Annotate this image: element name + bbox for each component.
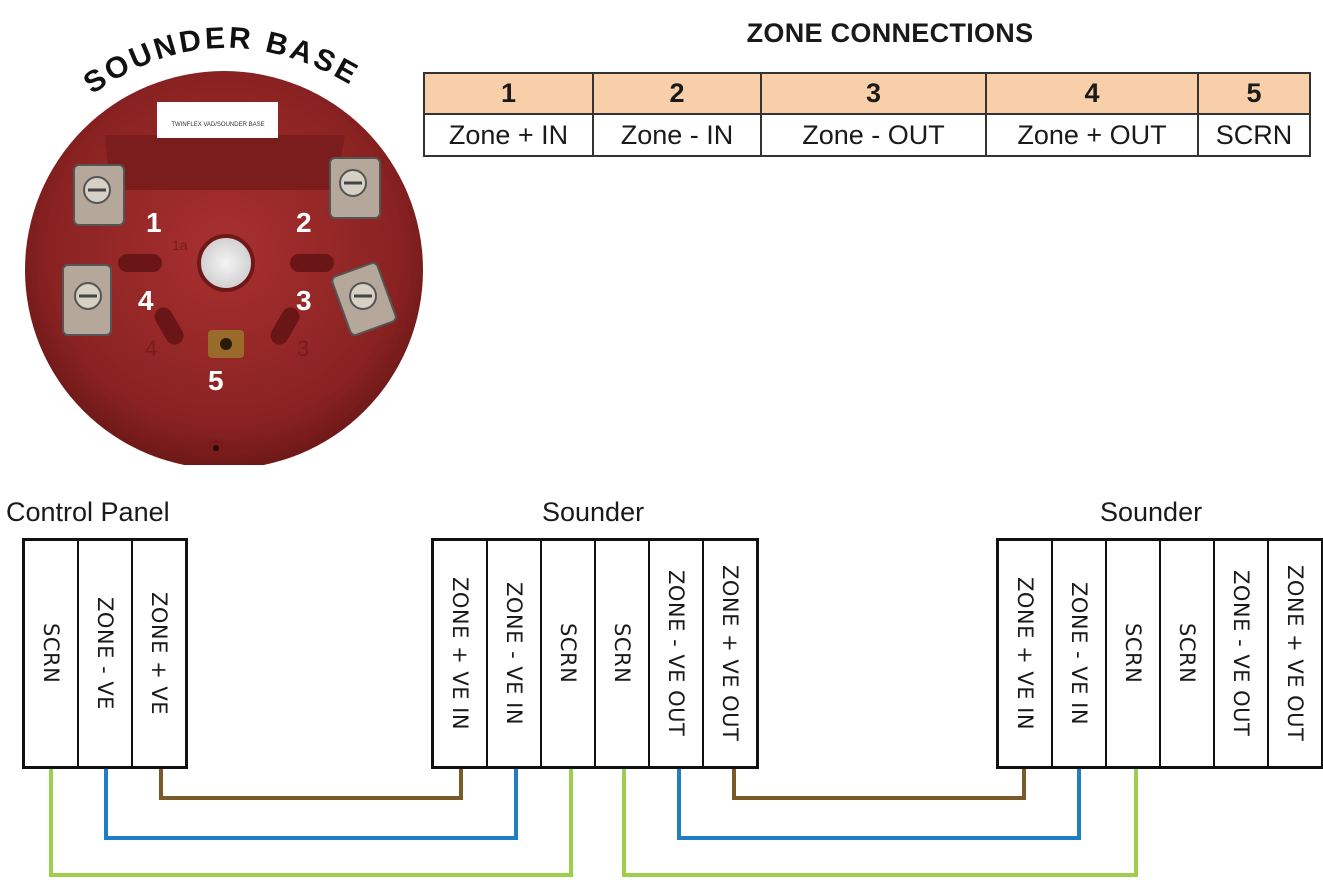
terminal-cell: ZONE - VE: [79, 541, 133, 766]
zone-connections-title: ZONE CONNECTIONS: [746, 18, 1034, 48]
terminal-number-cell: 5: [1197, 72, 1311, 115]
sounder-base-illustration: SOUNDER BASE TWINFLEX VAD/SOUNDER BASE 4…: [25, 22, 423, 465]
moulded-mark: 4: [145, 336, 157, 361]
terminal-cell: ZONE + VE OUT: [718, 565, 742, 742]
terminal-label-2: 2: [296, 207, 312, 238]
terminal-cell: ZONE - VE IN: [488, 541, 542, 766]
connection-label-cell: Zone + OUT: [985, 113, 1199, 157]
wire-negative-2: [677, 769, 1081, 840]
terminal-label-4: 4: [138, 285, 154, 316]
terminal-cell: ZONE - VE OUT: [650, 541, 704, 766]
terminal-number-cell: 2: [592, 72, 762, 115]
terminal-clamp-2: [329, 157, 381, 219]
terminal-cell: SCRN: [25, 541, 79, 766]
table-header-row: 1 2 3 4 5: [423, 72, 1311, 115]
terminal-number-cell: 4: [985, 72, 1199, 115]
terminal-cell: ZONE + VE OUT: [1283, 565, 1307, 742]
terminal-cell: SCRN: [1161, 541, 1215, 766]
moulded-mark: 1a: [172, 237, 188, 253]
terminal-cell: ZONE - VE IN: [1053, 541, 1107, 766]
terminal-cell: SCRN: [542, 541, 596, 766]
table-value-row: Zone + IN Zone - IN Zone - OUT Zone + OU…: [423, 113, 1311, 157]
connection-label-cell: Zone - IN: [592, 113, 762, 157]
connection-label-cell: Zone + IN: [423, 113, 594, 157]
control-panel-label: Control Panel: [6, 497, 170, 527]
sounder-1-terminal-block: ZONE + VE IN ZONE - VE IN SCRN SCRN ZONE…: [431, 538, 759, 769]
moulded-mark: 3: [297, 336, 309, 361]
wire-screen-2: [622, 769, 1138, 877]
terminal-cell: ZONE + VE IN: [434, 541, 488, 766]
sounder-2-terminal-block: ZONE + VE IN ZONE - VE IN SCRN SCRN ZONE…: [996, 538, 1323, 769]
terminal-cell: ZONE - VE OUT: [1215, 541, 1269, 766]
terminal-cell: SCRN: [596, 541, 650, 766]
terminal-label-5: 5: [208, 365, 224, 396]
terminal-clamp-4: [62, 264, 112, 336]
sounder-2-label: Sounder: [1100, 497, 1203, 527]
connection-label-cell: Zone - OUT: [760, 113, 987, 157]
sounder-1-label: Sounder: [542, 497, 645, 527]
terminal-cell: ZONE + VE: [147, 592, 171, 715]
control-panel-terminal-block: SCRN ZONE - VE ZONE + VE: [22, 538, 188, 769]
product-sticker: [157, 102, 278, 138]
terminal-clamp-3: [331, 262, 397, 336]
terminal-number-cell: 3: [760, 72, 987, 115]
wire-screen-1: [49, 769, 573, 877]
center-hole: [197, 234, 255, 292]
terminal-number-cell: 1: [423, 72, 594, 115]
connection-label-cell: SCRN: [1197, 113, 1311, 157]
terminal-label-1: 1: [146, 207, 162, 238]
wire-positive-1: [159, 769, 463, 800]
terminal-cell: SCRN: [1107, 541, 1161, 766]
terminal-clamp-1: [73, 164, 125, 226]
product-sticker-text: TWINFLEX VAD/SOUNDER BASE: [171, 122, 264, 128]
wire-positive-2: [732, 769, 1026, 800]
terminal-label-3: 3: [296, 285, 312, 316]
terminal-cell: ZONE + VE IN: [999, 541, 1053, 766]
wire-negative-1: [104, 769, 518, 840]
zone-connections-table: 1 2 3 4 5 Zone + IN Zone - IN Zone - OUT…: [423, 72, 1311, 157]
